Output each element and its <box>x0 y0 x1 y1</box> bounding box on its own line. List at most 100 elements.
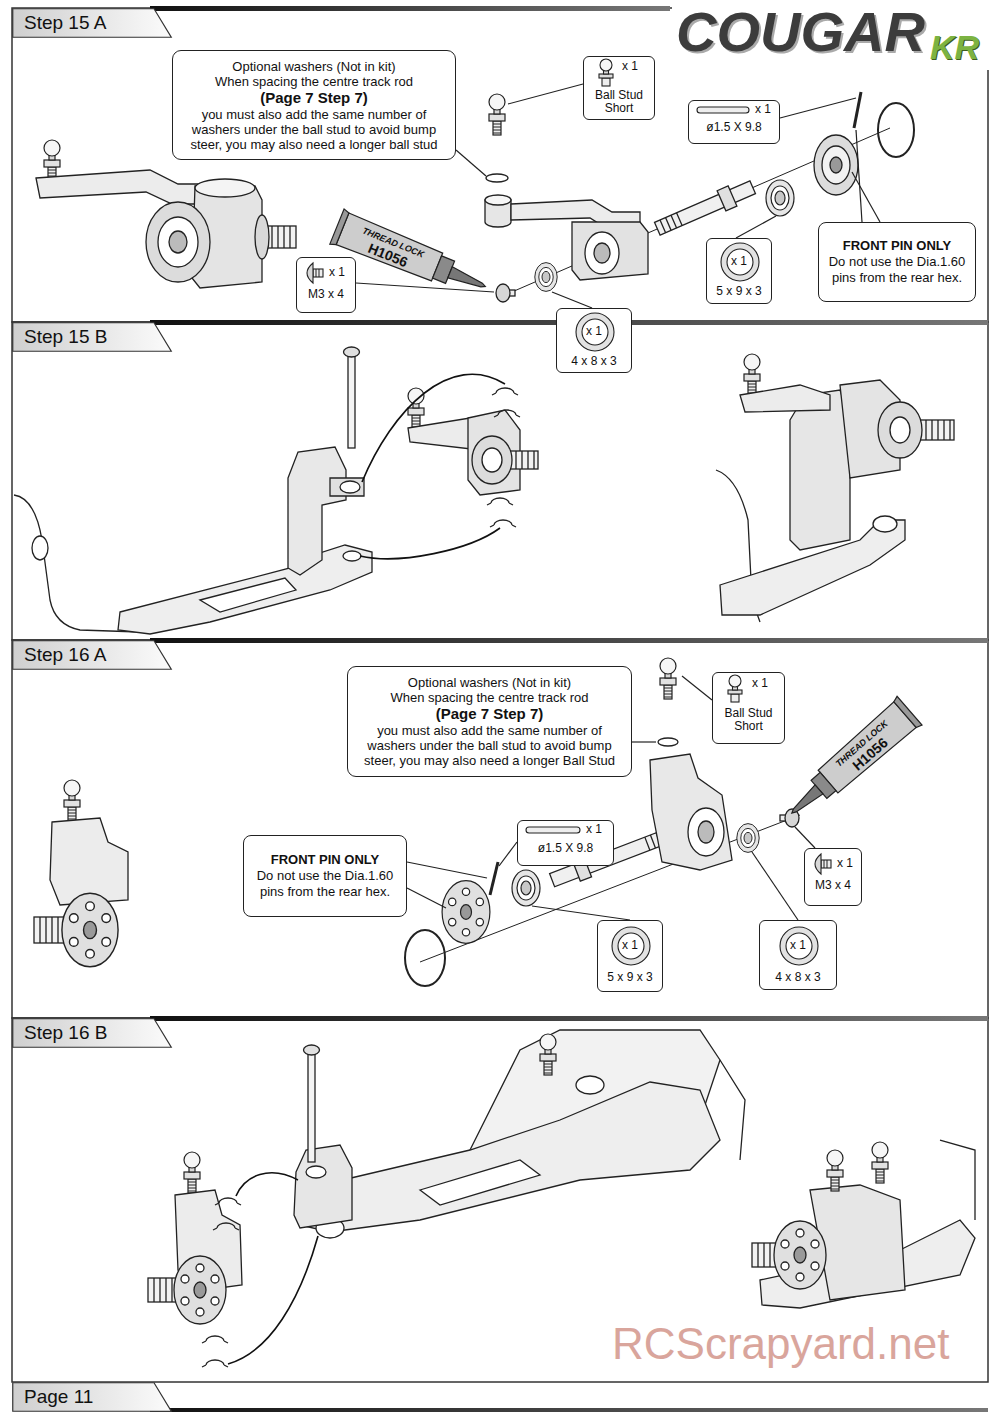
knuckle-exploded <box>213 1223 239 1230</box>
pin-icon <box>697 107 749 113</box>
knuckle-exploded <box>148 1152 242 1367</box>
assembled-view <box>790 390 850 550</box>
assembled-view <box>758 1243 770 1267</box>
note-text: Optional washers (Not in kit) <box>354 675 625 690</box>
washer-callout: x 1 4 x 8 x 3 <box>759 920 837 990</box>
chassis <box>200 578 296 612</box>
knuckle-exploded <box>487 498 513 505</box>
ball-stud-icon <box>728 690 742 694</box>
screw-icon <box>815 854 821 874</box>
warning-text: Do not use the Dia.1.60 pins from the re… <box>250 868 400 900</box>
knuckle-exploded <box>698 821 714 843</box>
warning-text: FRONT PIN ONLY <box>250 852 400 868</box>
assembled-view <box>920 420 954 440</box>
knuckle-exploded <box>585 232 619 274</box>
knuckle-exploded <box>202 1336 228 1343</box>
knuckle-assembled <box>36 170 210 204</box>
header-bar <box>150 638 988 643</box>
knuckle-exploded <box>496 284 510 302</box>
knuckle-assembled <box>195 179 255 197</box>
warning-text: Do not use the Dia.1.60 pins from the re… <box>825 254 969 286</box>
assembled-view <box>752 1140 975 1308</box>
knuckle-exploded <box>655 181 756 235</box>
part-size: 4 x 8 x 3 <box>763 971 833 984</box>
node-shape <box>805 849 863 907</box>
chassis <box>308 1054 315 1162</box>
chassis <box>343 551 361 561</box>
leader-line <box>632 741 656 742</box>
part-size: M3 x 4 <box>300 288 352 301</box>
knuckle-assembled <box>40 917 58 943</box>
quantity: x 1 <box>837 857 853 870</box>
quantity: x 1 <box>755 103 771 116</box>
assembled-view <box>827 1150 843 1191</box>
knuckle-exploded <box>594 243 610 263</box>
knuckle-assembled <box>169 231 187 253</box>
note-text: (Page 7 Step 7) <box>354 705 625 723</box>
step-title: Step 16 A <box>24 640 172 670</box>
thread-lock-tube <box>893 696 922 729</box>
knuckle-exploded <box>494 410 520 417</box>
knuckle-exploded <box>814 135 858 195</box>
leader-line <box>356 283 494 292</box>
tab-shape <box>13 1019 172 1048</box>
note-callout: Optional washers (Not in kit)When spacin… <box>347 666 632 777</box>
panel-frame <box>12 322 988 640</box>
part-size: 5 x 9 x 3 <box>601 971 659 984</box>
leader-line <box>752 852 798 920</box>
part-callout: x 1 ø1.5 X 9.8 <box>688 100 780 144</box>
header-bar <box>150 6 988 1412</box>
thread-lock-tube <box>779 696 922 827</box>
note-text: you must also add the same number of was… <box>179 107 449 152</box>
knuckle-exploded <box>496 284 515 302</box>
knuckle-assembled <box>36 140 296 288</box>
node-shape <box>297 258 357 314</box>
knuckle-exploded <box>688 808 724 856</box>
knuckle-exploded <box>737 824 759 853</box>
chassis <box>340 481 360 493</box>
chassis <box>348 356 355 448</box>
knuckle-exploded <box>490 862 498 895</box>
screw-icon <box>313 269 323 277</box>
assembly-path <box>360 528 500 559</box>
knuckle-exploded <box>489 94 505 135</box>
knuckle-exploded <box>486 174 508 182</box>
assembled-view <box>940 1140 975 1220</box>
page-tab: Page 11 <box>12 1382 172 1412</box>
step-header: Step 16 B <box>12 1018 172 1048</box>
leader-line <box>852 172 880 222</box>
knuckle-exploded <box>650 754 732 870</box>
step-title: Page 11 <box>24 1382 172 1412</box>
chassis <box>420 1160 540 1205</box>
quantity: x 1 <box>622 60 638 73</box>
header-bar <box>150 1408 988 1412</box>
knuckle-exploded <box>472 436 512 484</box>
knuckle-exploded <box>510 451 538 469</box>
assembled-view <box>878 402 922 458</box>
knuckle-exploded <box>482 448 502 472</box>
leader-line <box>532 906 630 920</box>
knuckle-exploded <box>717 186 737 211</box>
knuckle-assembled <box>34 780 128 967</box>
chassis <box>118 545 372 634</box>
ball-stud-icon <box>600 59 612 71</box>
warning-callout: FRONT PIN ONLYDo not use the Dia.1.60 pi… <box>243 835 407 917</box>
note-text: you must also add the same number of was… <box>354 723 625 768</box>
part-size: ø1.5 X 9.8 <box>692 121 776 134</box>
quantity: x 1 <box>707 255 771 268</box>
tab-shape <box>13 9 172 38</box>
step-title: Step 15 A <box>24 8 172 38</box>
knuckle-exploded <box>202 1360 228 1367</box>
knuckle-assembled <box>62 893 118 966</box>
quantity: x 1 <box>760 939 836 952</box>
tab-shape <box>13 323 172 352</box>
screw-icon <box>824 860 827 868</box>
part-callout: x 1Ball Stud Short <box>583 56 655 120</box>
leader-line <box>508 84 583 104</box>
chassis <box>720 1060 745 1160</box>
chassis <box>330 478 364 496</box>
washer-callout: x 15 x 9 x 3 <box>597 920 663 992</box>
quantity: x 1 <box>586 823 602 836</box>
knuckle-exploded <box>535 263 557 292</box>
